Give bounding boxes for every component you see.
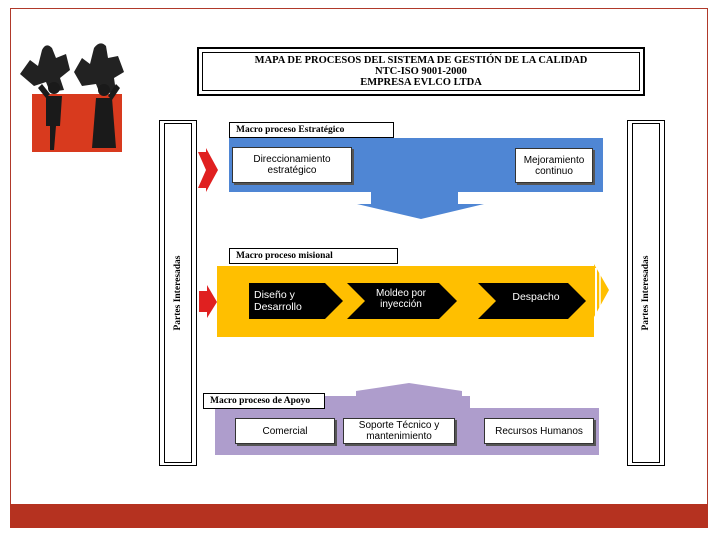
design-step-line-2: Desarrollo <box>254 301 302 313</box>
dispatch-step-label: Despacho <box>496 286 576 308</box>
molding-step-label: Moldeo por inyección <box>362 284 440 314</box>
continuous-improvement-box: Mejoramiento continuo <box>515 148 593 183</box>
design-step-line-1: Diseño y <box>254 289 295 301</box>
molding-step-line-2: inyección <box>380 299 422 310</box>
support-macro-label: Macro proceso de Apoyo <box>203 393 325 409</box>
stakeholder-arrow-missional <box>199 285 217 318</box>
commercial-box: Comercial <box>235 418 335 444</box>
design-step-label: Diseño y Desarrollo <box>252 285 326 317</box>
molding-step-line-1: Moldeo por <box>376 288 426 299</box>
human-resources-box: Recursos Humanos <box>484 418 594 444</box>
technical-support-box: Soporte Técnico y mantenimiento <box>343 418 455 444</box>
missional-macro-label: Macro proceso misional <box>229 248 398 264</box>
stakeholder-arrow-strategic <box>198 148 218 192</box>
strategic-macro-label: Macro proceso Estratégico <box>229 122 394 138</box>
strategic-direction-box: Direccionamiento estratégico <box>232 147 352 183</box>
